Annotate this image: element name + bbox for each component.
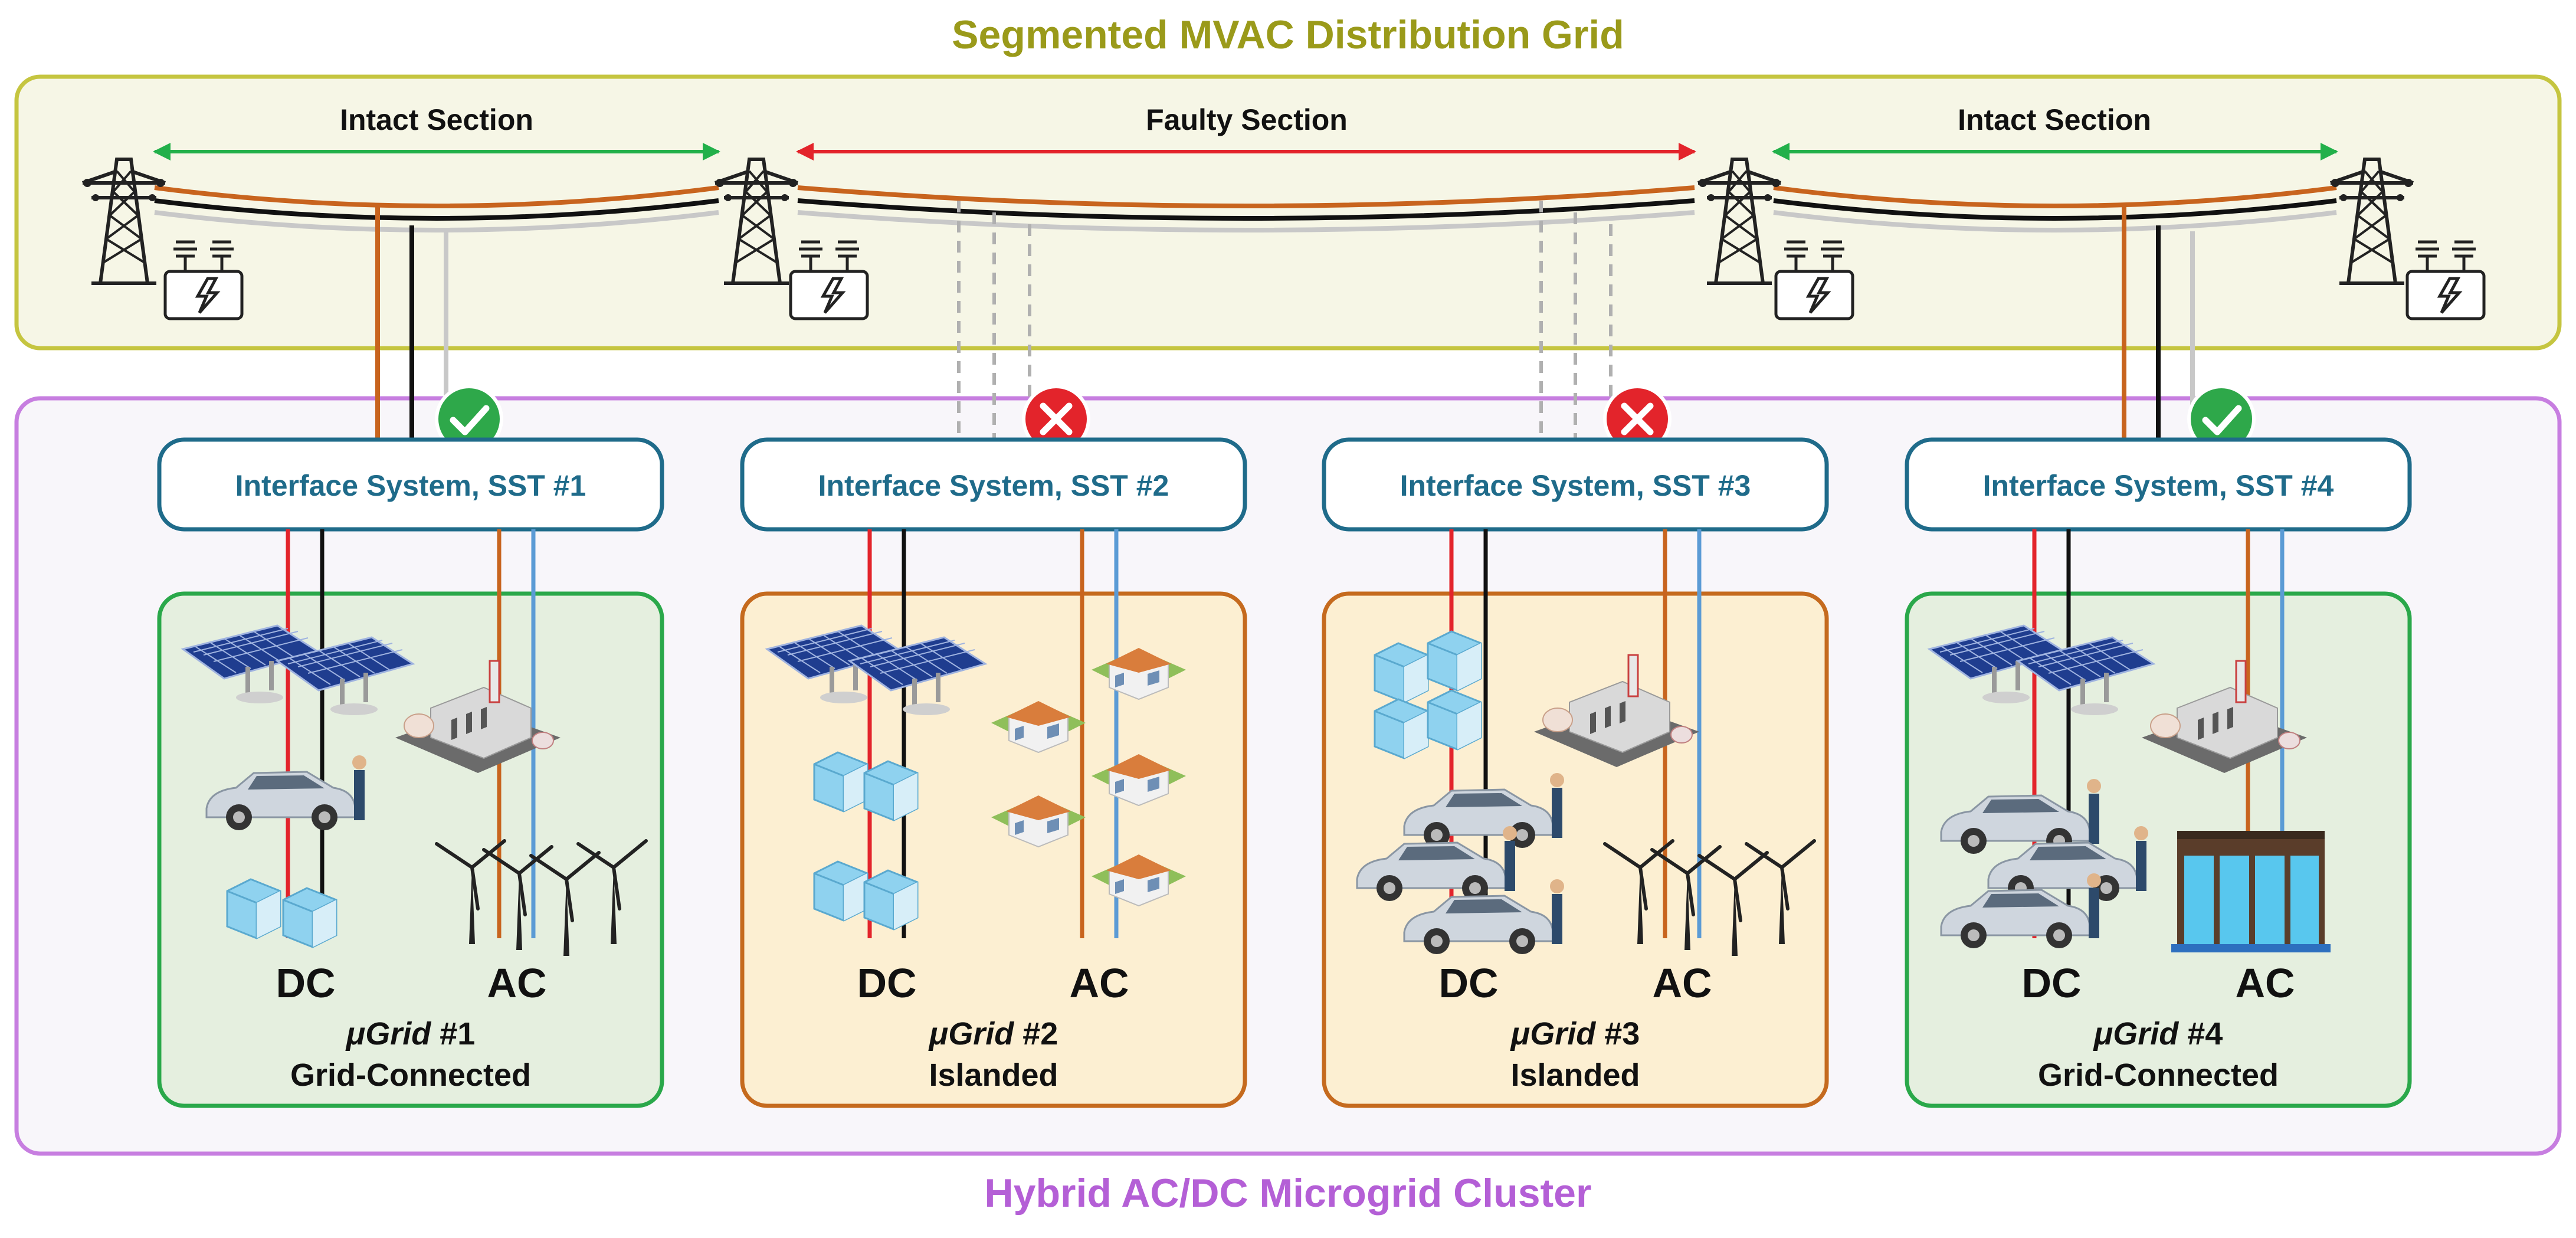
dc-label-mg-2: DC <box>857 960 916 1006</box>
battery-icon <box>863 869 919 931</box>
status-check-icon-sst-1 <box>435 385 503 453</box>
battery-icon <box>813 860 869 922</box>
battery-icon <box>863 760 919 821</box>
section-label-intact-2: Intact Section <box>1958 103 2151 136</box>
interface-box-sst-2 <box>740 437 1247 532</box>
interface-box-sst-1 <box>157 437 664 532</box>
ac-label-mg-3: AC <box>1652 960 1712 1006</box>
interface-label-sst-2: Interface System, SST #2 <box>818 469 1169 502</box>
microgrid-name-3: μGrid #3 <box>1510 1016 1640 1052</box>
dc-label-mg-1: DC <box>276 960 335 1006</box>
dc-label-mg-3: DC <box>1438 960 1498 1006</box>
microgrid-box-1 <box>157 591 664 1108</box>
section-label-intact-1: Intact Section <box>340 103 533 136</box>
grid-title: Segmented MVAC Distribution Grid <box>952 12 1624 57</box>
microgrid-mode-1: Grid-Connected <box>290 1057 531 1093</box>
microgrid-mode-3: Islanded <box>1510 1057 1640 1093</box>
section-label-faulty: Faulty Section <box>1146 103 1348 136</box>
battery-icon <box>282 887 337 948</box>
microgrid-mode-2: Islanded <box>929 1057 1058 1093</box>
hydro-dam-icon <box>2171 831 2331 952</box>
microgrid-name-1: μGrid #1 <box>345 1016 476 1052</box>
overhead-lines <box>154 185 2337 232</box>
interface-label-sst-3: Interface System, SST #3 <box>1400 469 1751 502</box>
battery-icon <box>1427 630 1482 692</box>
feeder-sst-1 <box>375 205 448 440</box>
microgrid-name-4: μGrid #4 <box>2093 1016 2223 1052</box>
ac-label-mg-2: AC <box>1069 960 1129 1006</box>
interface-label-sst-1: Interface System, SST #1 <box>235 469 586 502</box>
microgrid-mode-4: Grid-Connected <box>2038 1057 2279 1093</box>
battery-icon <box>1374 642 1429 703</box>
battery-icon <box>226 878 281 939</box>
feeder-sst-2-disconnected <box>957 201 1031 440</box>
ac-label-mg-1: AC <box>487 960 546 1006</box>
dc-label-mg-4: DC <box>2021 960 2081 1006</box>
battery-icon <box>1374 698 1429 759</box>
cluster-title: Hybrid AC/DC Microgrid Cluster <box>985 1171 1592 1216</box>
battery-icon <box>813 751 869 813</box>
microgrid-name-2: μGrid #2 <box>928 1016 1058 1052</box>
feeder-sst-3-disconnected <box>1539 201 1613 440</box>
feeder-sst-4 <box>2122 205 2195 440</box>
interface-box-sst-4 <box>1905 437 2412 532</box>
interface-label-sst-4: Interface System, SST #4 <box>1983 469 2334 502</box>
interface-box-sst-3 <box>1322 437 1829 532</box>
battery-icon <box>1427 689 1482 751</box>
buses-mg-2 <box>867 529 1119 938</box>
ac-label-mg-4: AC <box>2235 960 2295 1006</box>
